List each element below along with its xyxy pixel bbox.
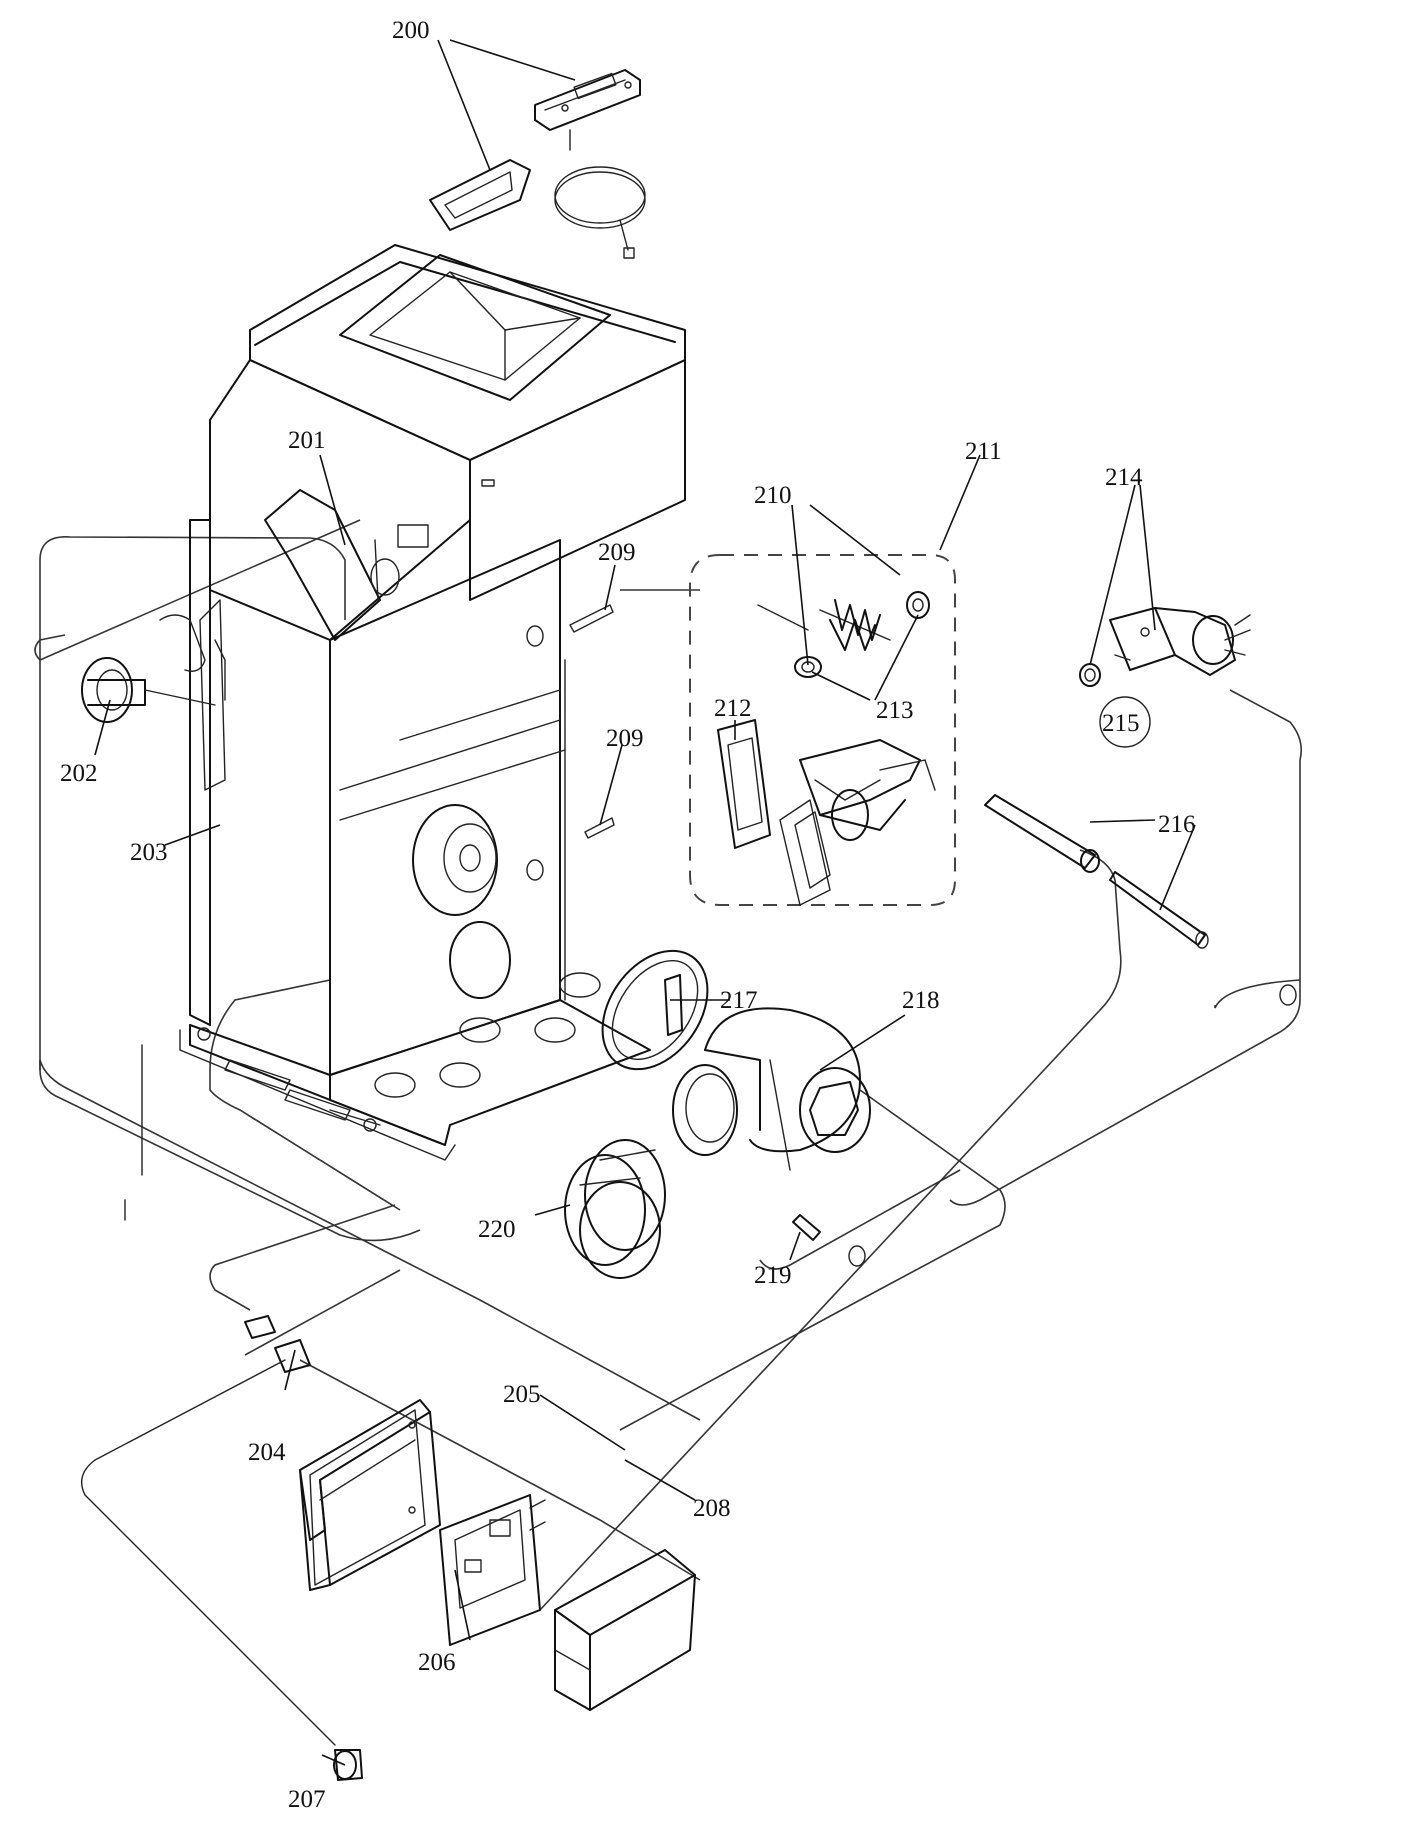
callout-208: 208 [693,1495,731,1522]
callout-205: 205 [503,1381,541,1408]
igniter-219 [792,1214,821,1241]
callout-203: 203 [130,839,168,866]
callout-leaders [94,39,1196,1766]
callout-labels: 200 201 202 203 204 205 206 207 208 209 … [60,17,1196,1813]
callout-217: 217 [720,987,758,1014]
control-panel-200 [429,69,646,259]
callout-209-lower: 209 [606,725,644,752]
callout-216: 216 [1158,811,1196,838]
pressure-switch-202 [81,614,226,723]
main-cabinet [179,244,686,1161]
feed-assembly-211 [689,554,956,906]
pins-209 [569,604,615,839]
callout-212: 212 [714,695,752,722]
callout-202: 202 [60,760,98,787]
callout-215: 215 [1102,710,1140,737]
callout-214: 214 [1105,464,1143,491]
callout-200: 200 [392,17,430,44]
tube-216 [984,794,1209,949]
control-board-tray [299,1399,696,1711]
callout-201: 201 [288,427,326,454]
callout-211: 211 [965,438,1002,465]
switch-and-sensor [81,1315,363,1781]
callout-206: 206 [418,1649,456,1676]
burner-pot-220 [564,1139,666,1279]
wiring-harness [34,519,1303,1611]
callout-207: 207 [288,1786,326,1813]
callout-219: 219 [754,1262,792,1289]
callout-210: 210 [754,482,792,509]
auger-motor-214 [1079,607,1251,748]
callout-220: 220 [478,1216,516,1243]
callout-218: 218 [902,987,940,1014]
callout-209-upper: 209 [598,539,636,566]
callout-204: 204 [248,1439,286,1466]
gasket-ring-217 [601,949,709,1071]
combustion-blower-218 [672,1007,871,1171]
callout-213: 213 [876,697,914,724]
